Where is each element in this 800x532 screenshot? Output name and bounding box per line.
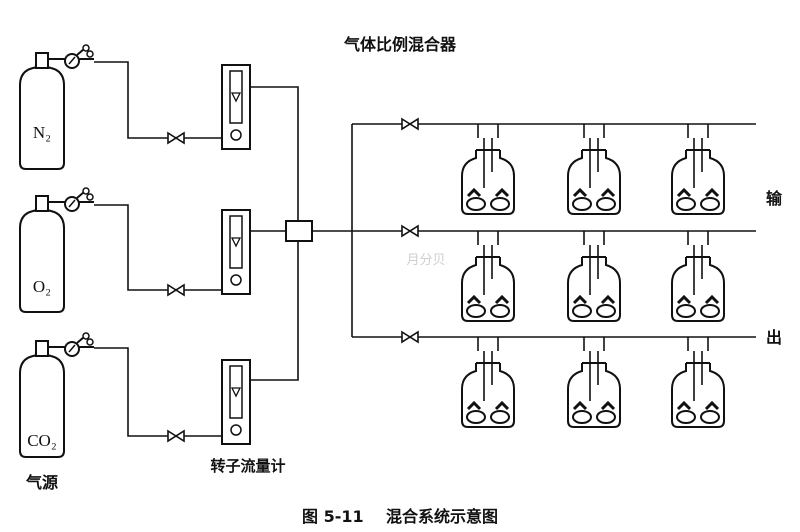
bottle-r1-c1 xyxy=(460,136,516,216)
flowmeter-o2 xyxy=(221,209,251,295)
valve-n2 xyxy=(167,132,185,144)
supply-pipes xyxy=(94,61,222,437)
valve-co2 xyxy=(167,430,185,442)
bottle-r3-c3 xyxy=(670,349,726,429)
mixer-box xyxy=(285,220,313,242)
bottle-feeds xyxy=(477,124,709,351)
flowmeter-label: 转子流量计 xyxy=(210,457,285,475)
bottle-r2-c1 xyxy=(460,243,516,323)
row-valve-2 xyxy=(401,225,419,237)
bottle-r2-c2 xyxy=(566,243,622,323)
bottle-r3-c1 xyxy=(460,349,516,429)
gas-label-o2: O₂ xyxy=(33,277,51,296)
figure-caption: 图 5-11 混合系统示意图 xyxy=(302,507,498,526)
watermark-text: 月分贝 xyxy=(406,253,445,268)
row-valve-1 xyxy=(401,118,419,130)
n2-cylinder xyxy=(19,44,95,170)
flowmeter-outlets xyxy=(250,86,299,381)
bottle-r1-c3 xyxy=(670,136,726,216)
gas-label-n2: N₂ xyxy=(33,123,51,142)
flowmeter-n2 xyxy=(221,64,251,150)
o2-cylinder xyxy=(19,187,95,313)
row-valve-3 xyxy=(401,331,419,343)
output-label-top: 输 xyxy=(766,189,783,208)
bottle-r3-c2 xyxy=(566,349,622,429)
bottle-r1-c2 xyxy=(566,136,622,216)
output-label-bottom: 出 xyxy=(766,328,782,347)
gas-label-co2: CO₂ xyxy=(27,431,57,450)
valve-o2 xyxy=(167,284,185,296)
bottle-r2-c3 xyxy=(670,243,726,323)
source-label: 气源 xyxy=(25,473,58,492)
flowmeter-co2 xyxy=(221,359,251,445)
diagram-title: 气体比例混合器 xyxy=(343,35,457,54)
